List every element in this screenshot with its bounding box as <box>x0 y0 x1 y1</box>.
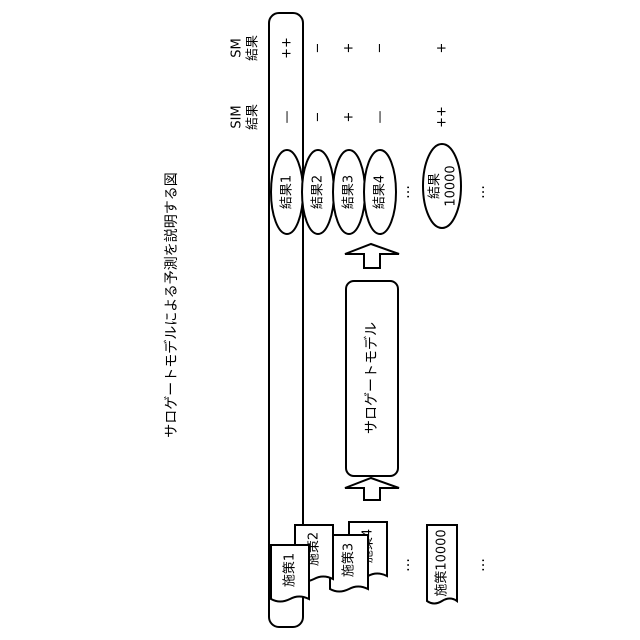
result-10000: 結果 10000 <box>423 144 461 228</box>
policy-ellipsis: … <box>397 558 413 572</box>
surrogate-model-label: サロゲートモデル <box>363 322 380 434</box>
sim-mark-10000: ++ <box>435 106 450 128</box>
sm-header-line1: SM <box>230 38 245 57</box>
sm-mark-4: − <box>373 43 388 54</box>
sm-mark-10000: + <box>435 43 450 54</box>
sm-header-line2: 結果 <box>246 35 261 61</box>
sim-mark-1: — <box>280 111 295 124</box>
policy-doc-3: 施策3 <box>330 535 368 592</box>
policy-doc-10000: 施策10000 <box>427 525 457 604</box>
result-label-4: 結果4 <box>373 175 388 209</box>
result-4: 結果4 <box>364 150 396 234</box>
arrow-policies-to-model <box>345 478 399 500</box>
policy-label-1: 施策1 <box>282 553 298 587</box>
sim-mark-4: — <box>373 111 388 124</box>
sim-mark-2: − <box>311 112 326 123</box>
figure-title: サロゲートモデルによる予測を説明する図 <box>163 172 180 438</box>
policy-trailing-ellipsis: … <box>472 558 488 572</box>
result-3: 結果3 <box>333 150 365 234</box>
result-label-2: 結果2 <box>311 175 326 209</box>
result-ellipsis: … <box>397 185 413 199</box>
policy-label-10000: 施策10000 <box>434 529 450 596</box>
result-label-3: 結果3 <box>342 175 357 209</box>
result-label-1: 結果1 <box>280 175 295 209</box>
result-trailing-ellipsis: … <box>472 185 488 199</box>
sm-mark-1: ++ <box>280 37 295 59</box>
result-label-10000-line1: 結果 <box>428 173 443 199</box>
sm-mark-2: − <box>311 43 326 54</box>
result-label-10000-line2: 10000 <box>444 165 459 206</box>
policy-doc-1: 施策1 <box>271 545 309 602</box>
sm-mark-3: + <box>342 43 357 54</box>
result-2: 結果2 <box>302 150 334 234</box>
policy-label-3: 施策3 <box>341 543 357 577</box>
sim-header-line2: 結果 <box>246 104 261 130</box>
sim-mark-3: + <box>342 112 357 123</box>
result-1: 結果1 <box>271 150 303 234</box>
arrow-model-to-results <box>345 244 399 268</box>
sim-header-line1: SIM <box>230 105 245 128</box>
